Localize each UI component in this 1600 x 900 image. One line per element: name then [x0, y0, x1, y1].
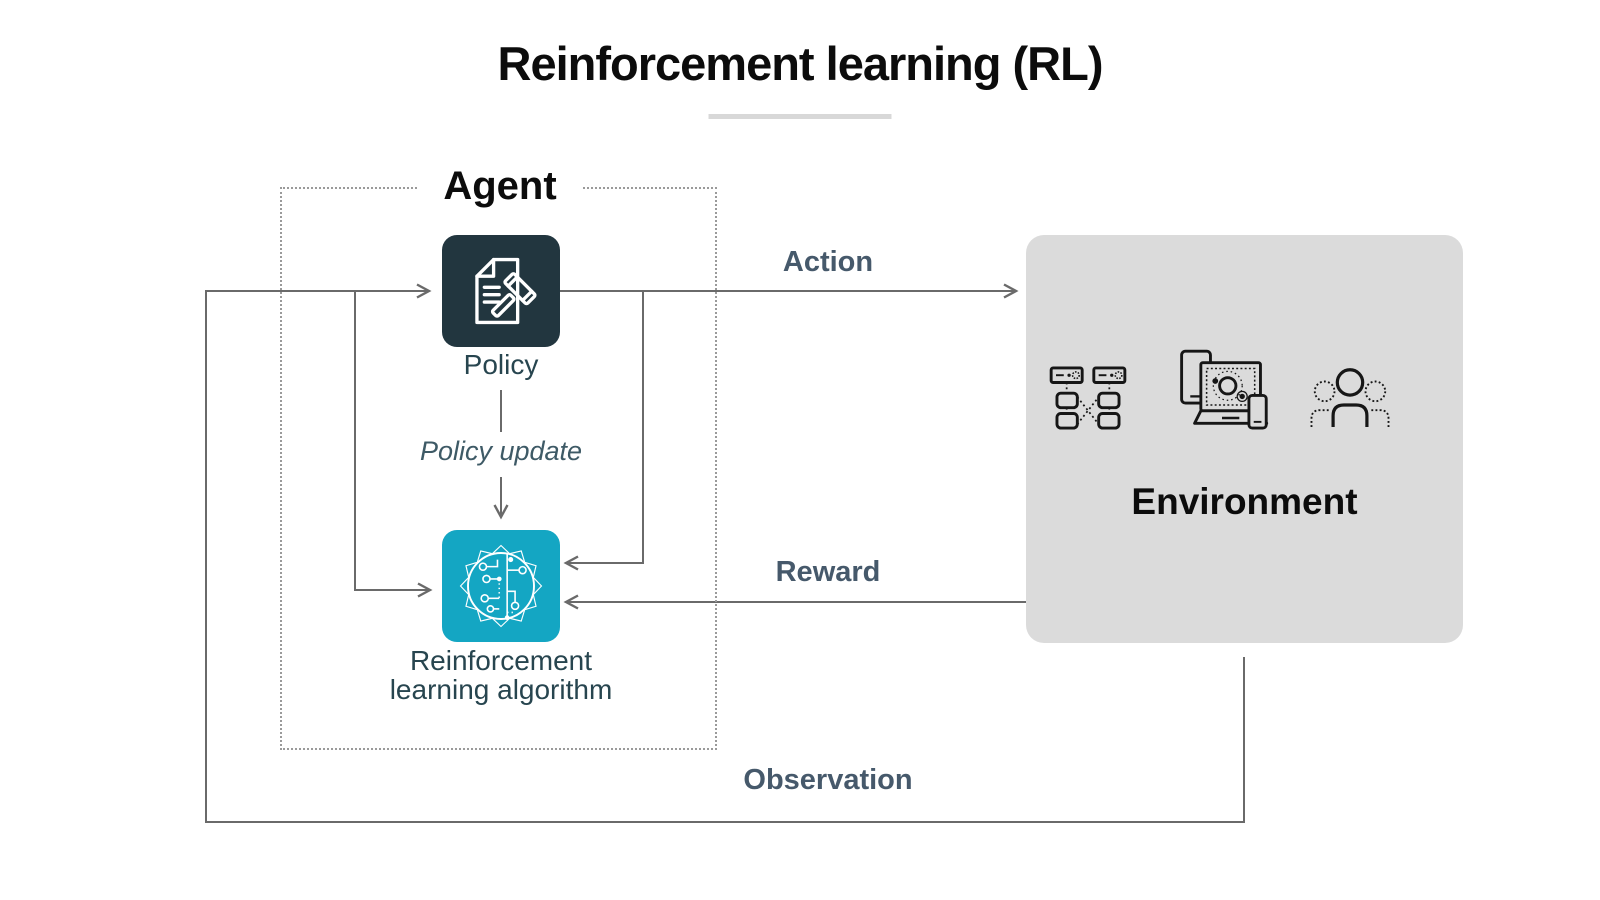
- title-underline: [708, 114, 892, 119]
- rl-algorithm-label-line2: learning algorithm: [389, 674, 613, 706]
- reward-edge-label: Reward: [775, 556, 881, 588]
- policy-output-to-algorithm-line: [563, 291, 644, 571]
- policy-update-label: Policy update: [419, 436, 583, 466]
- network-nodes-icon: [1049, 366, 1127, 430]
- rl-algorithm-label: Reinforcement learning algorithm: [390, 646, 613, 704]
- rl-algorithm-label-line1: Reinforcement: [409, 645, 593, 676]
- devices-icon: [1180, 349, 1269, 430]
- observation-branch-to-algorithm-line: [354, 291, 433, 598]
- people-icon: [1310, 368, 1390, 428]
- page-title: Reinforcement learning (RL): [497, 37, 1104, 90]
- environment-label: Environment: [1131, 481, 1358, 522]
- policy-label: Policy: [463, 349, 539, 380]
- rl-brain-circuit-icon: [459, 544, 543, 628]
- action-edge-label: Action: [782, 246, 874, 278]
- policy-document-gavel-icon: [475, 257, 537, 325]
- environment-panel: Environment: [1026, 235, 1463, 643]
- agent-group-label: Agent: [417, 164, 583, 209]
- rl-algorithm-node: [442, 530, 560, 642]
- policy-node: [442, 235, 560, 347]
- observation-edge-label: Observation: [743, 764, 913, 796]
